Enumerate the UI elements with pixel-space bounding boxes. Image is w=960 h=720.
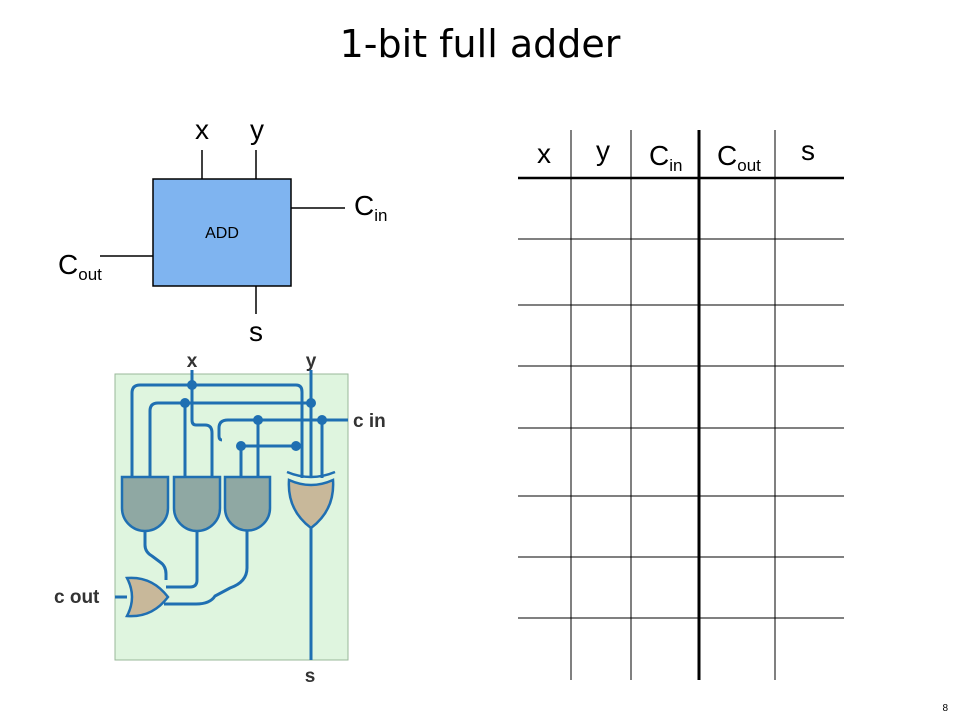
block-cout-label: Cout <box>58 249 102 284</box>
cin-junction <box>317 415 327 425</box>
slide-title: 1-bit full adder <box>339 22 621 66</box>
block-y-label: y <box>250 114 264 145</box>
circuit-cin-label: c in <box>353 411 386 432</box>
x-junction <box>187 380 197 390</box>
cin-junction-2 <box>253 415 263 425</box>
circuit-y-label: y <box>306 351 317 372</box>
and3-junction <box>236 441 246 451</box>
y-junction <box>306 398 316 408</box>
header-cout: Cout <box>717 140 761 175</box>
and-gate-1 <box>120 475 170 533</box>
xor-gate <box>287 478 335 530</box>
and2-output-wire <box>166 531 199 589</box>
and1-output-wire <box>143 531 168 580</box>
x-to-and1-wire <box>130 383 192 478</box>
header-x: x <box>537 138 551 169</box>
x-to-xor-wire <box>192 383 304 478</box>
block-sum-label: s <box>249 316 263 347</box>
add-block-diagram: ADD x y Cin Cout s <box>58 114 387 347</box>
header-y: y <box>596 135 610 166</box>
page-number: 8 <box>942 703 948 714</box>
header-cin: Cin <box>649 140 682 175</box>
add-block <box>152 178 292 287</box>
x-tap-junction <box>291 441 301 451</box>
circuit-cout-label: c out <box>54 587 100 608</box>
and-gate-3 <box>223 475 272 532</box>
circuit-x-label: x <box>187 351 198 372</box>
cin-to-and2-wire <box>217 418 322 442</box>
block-cin-label: Cin <box>354 190 387 225</box>
and-gate-2 <box>172 475 222 533</box>
circuit-s-label: s <box>305 666 316 687</box>
y-junction-2 <box>180 398 190 408</box>
truth-table: x y Cin Cout s <box>518 130 844 680</box>
x-to-and2-wire <box>190 385 214 478</box>
or-gate <box>125 576 170 618</box>
add-block-label: ADD <box>205 225 239 242</box>
header-s: s <box>801 135 815 166</box>
block-x-label: x <box>195 114 209 145</box>
and3-output-wire <box>164 531 249 606</box>
gate-level-circuit: x y c in c out s <box>54 351 386 687</box>
xor-gate-back-curve <box>286 470 336 479</box>
y-to-and1-wire <box>148 401 311 478</box>
